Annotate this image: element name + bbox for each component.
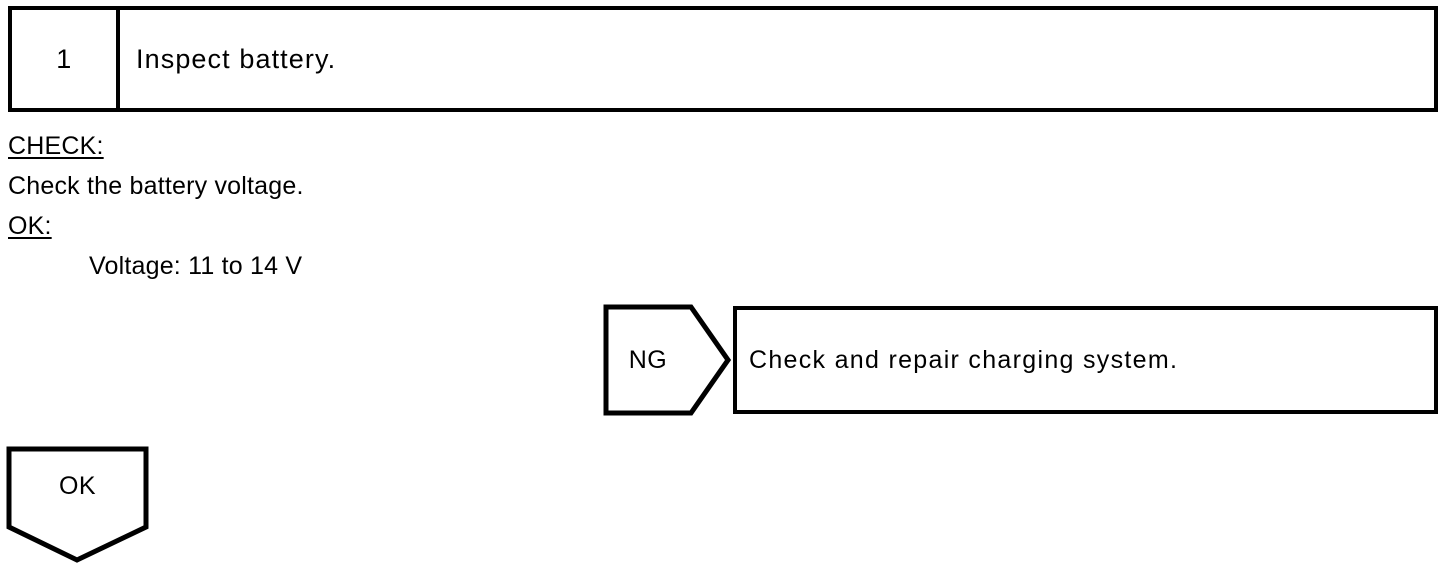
step-title-cell: Inspect battery. (120, 10, 1434, 108)
step-number-cell: 1 (12, 10, 120, 108)
ng-branch-label: NG (628, 345, 668, 374)
check-label-row: CHECK: (8, 126, 608, 166)
ng-arrow-shape (603, 304, 731, 416)
ok-label: OK: (8, 212, 52, 240)
check-label: CHECK: (8, 132, 104, 160)
ng-branch-arrow (603, 304, 731, 416)
ng-result-text: Check and repair charging system. (749, 345, 1179, 374)
step-title: Inspect battery. (136, 43, 337, 74)
ok-label-row: OK: (8, 206, 608, 246)
ok-branch-label: OK (58, 471, 97, 500)
ok-arrow-shape (6, 446, 149, 563)
step-number: 1 (56, 43, 72, 74)
check-text-row: Check the battery voltage. (8, 166, 608, 206)
ok-spec-row: Voltage: 11 to 14 V (8, 246, 608, 286)
ok-spec-value: Voltage: 11 to 14 V (89, 252, 303, 280)
ng-result-box: Check and repair charging system. (733, 306, 1438, 414)
check-text: Check the battery voltage. (8, 172, 304, 200)
ok-branch-arrow (6, 446, 149, 564)
step-header-box: 1 Inspect battery. (8, 6, 1438, 112)
instruction-block: CHECK: Check the battery voltage. OK: Vo… (8, 126, 608, 286)
